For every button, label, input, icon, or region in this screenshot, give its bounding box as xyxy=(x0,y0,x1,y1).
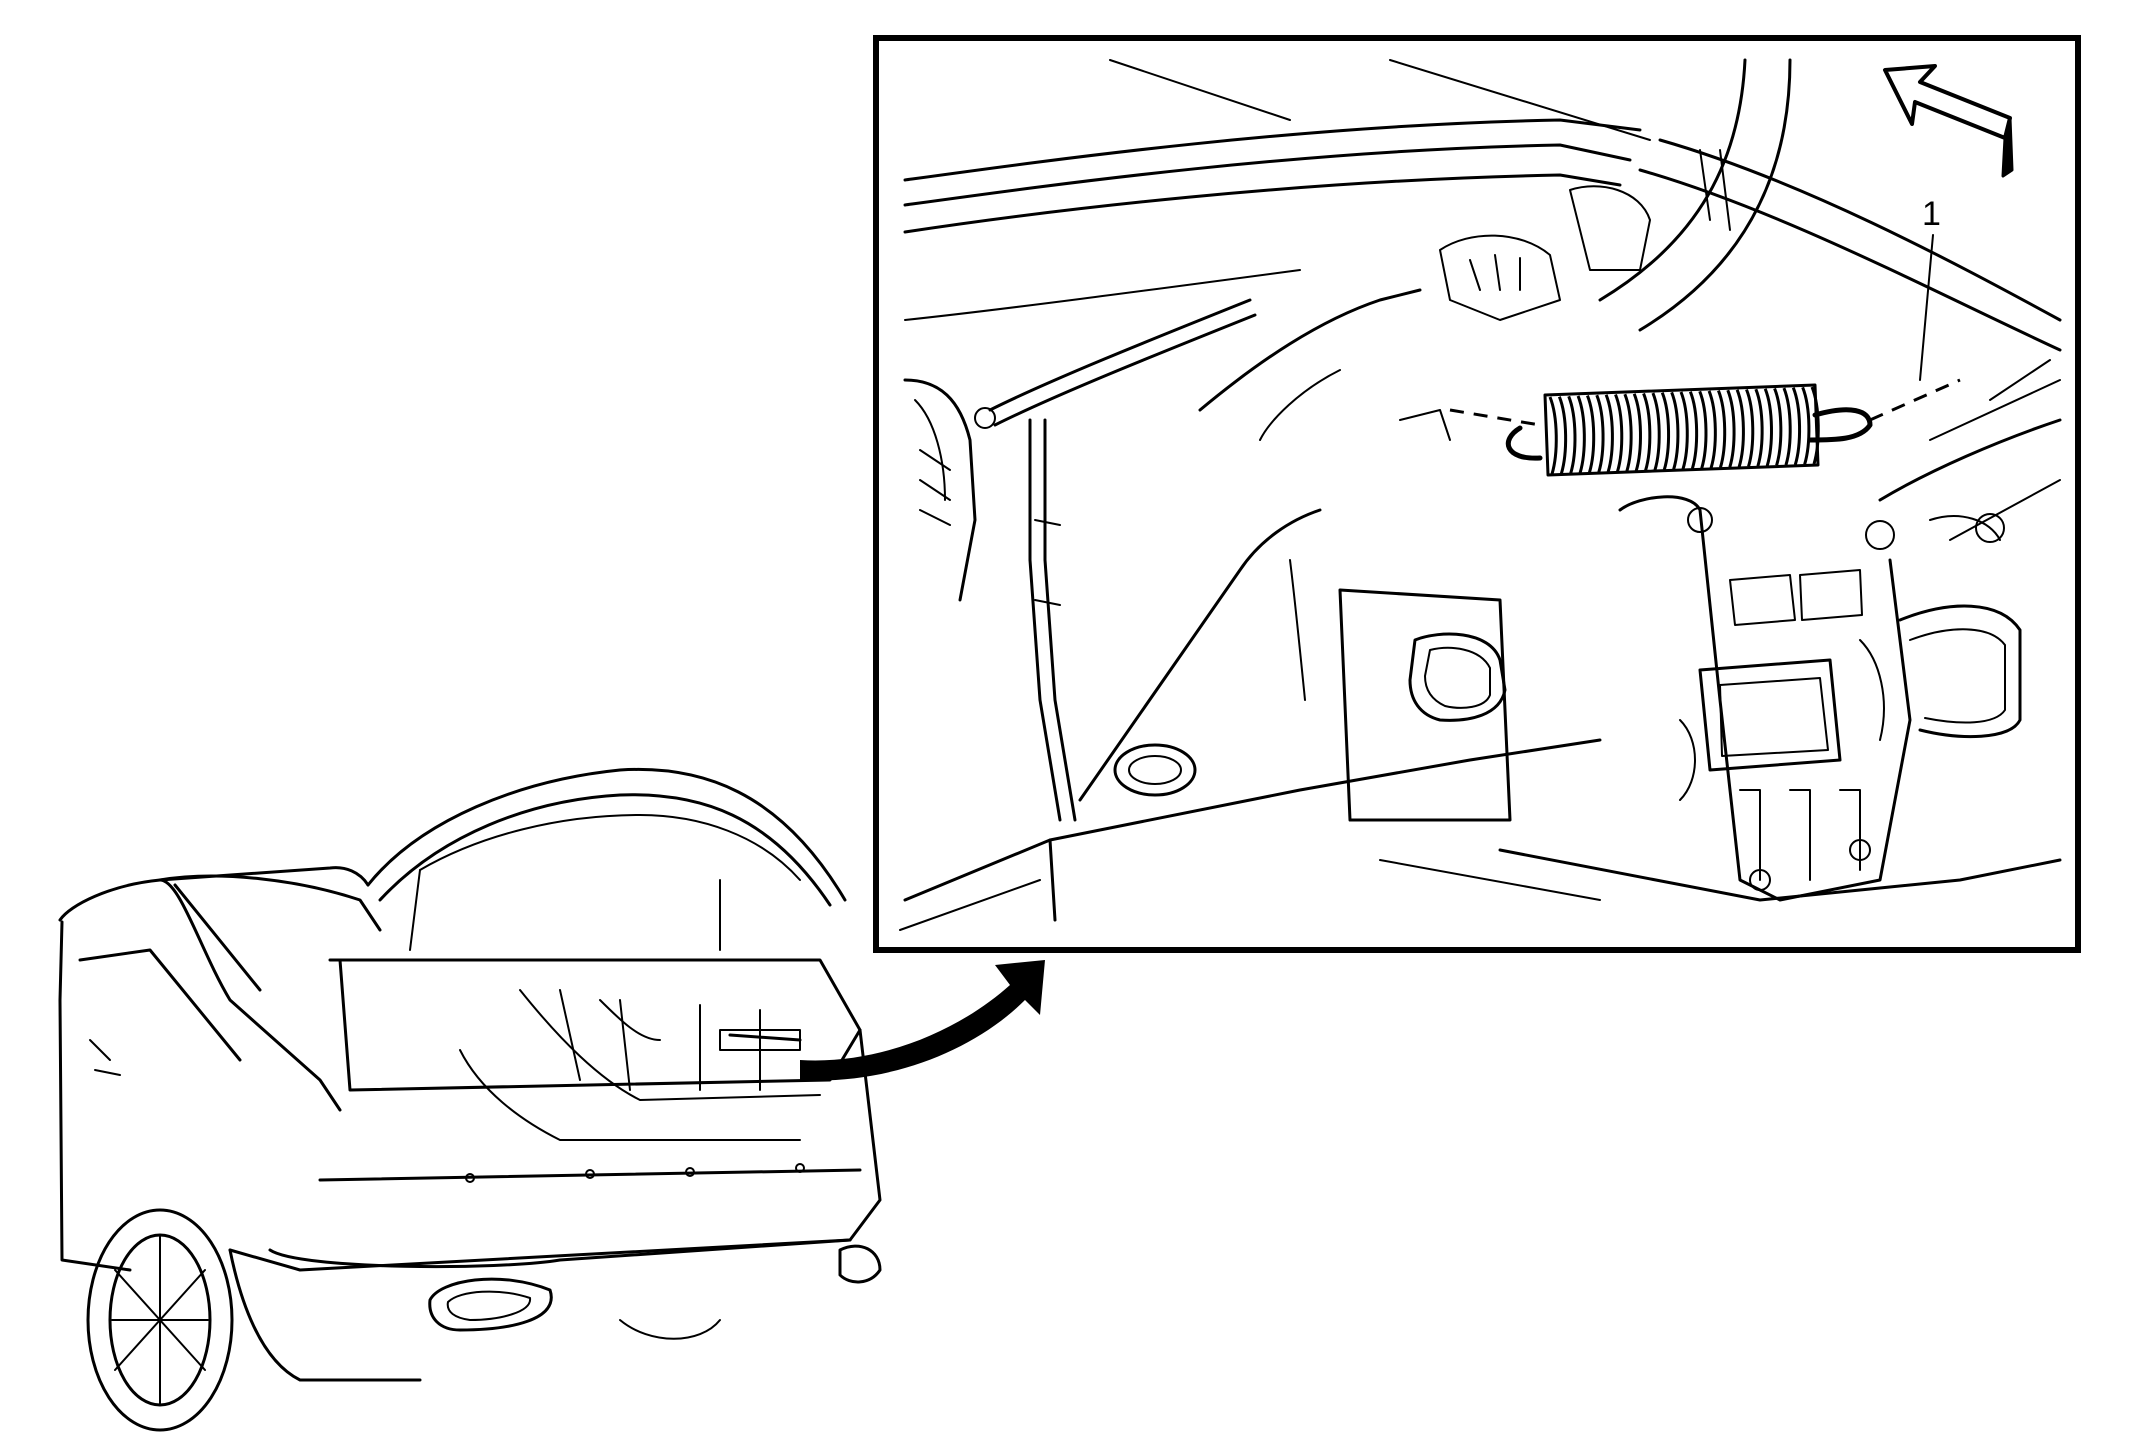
spring-coil xyxy=(1670,391,1680,470)
spring-coil xyxy=(1801,386,1811,465)
spring-coil xyxy=(1614,393,1624,472)
spring-coil xyxy=(1773,387,1783,466)
vehicle-overview xyxy=(58,767,882,1432)
spring-coil xyxy=(1604,394,1614,473)
zoom-arrow-icon xyxy=(800,960,1045,1081)
spring-coil xyxy=(1642,392,1652,471)
spring-coil xyxy=(1735,389,1745,468)
spring-coil xyxy=(1623,393,1633,472)
spring-coil xyxy=(1707,390,1717,469)
spring-coil xyxy=(1651,392,1661,471)
spring-coil xyxy=(1688,391,1699,470)
spring-coil xyxy=(1567,395,1577,474)
spring-coil xyxy=(1754,388,1764,467)
spring-coil xyxy=(1791,387,1802,466)
spring-coil xyxy=(1576,395,1586,474)
spring-coil xyxy=(1726,389,1736,468)
spring-coil xyxy=(1595,394,1605,473)
spring-coil xyxy=(1717,390,1727,469)
spring-coil xyxy=(1632,393,1642,472)
spring-coil xyxy=(1763,388,1773,467)
callout-1-leader xyxy=(1919,234,1934,381)
spring-coil xyxy=(1679,391,1689,470)
spring-coil xyxy=(1810,386,1820,465)
detail-inset: 1 xyxy=(873,35,2081,953)
callout-1-label: 1 xyxy=(1922,195,1941,233)
spring-coil xyxy=(1660,392,1671,471)
trunk-lid-spring xyxy=(1506,383,1873,477)
spring-coil xyxy=(1782,387,1792,466)
spring-coil xyxy=(1698,390,1708,469)
spring-coil xyxy=(1548,396,1558,475)
direction-arrow-icon xyxy=(1883,64,2014,178)
spring-coil xyxy=(1586,395,1596,474)
spring-coil xyxy=(1745,388,1755,467)
spring-coil xyxy=(1557,396,1568,475)
